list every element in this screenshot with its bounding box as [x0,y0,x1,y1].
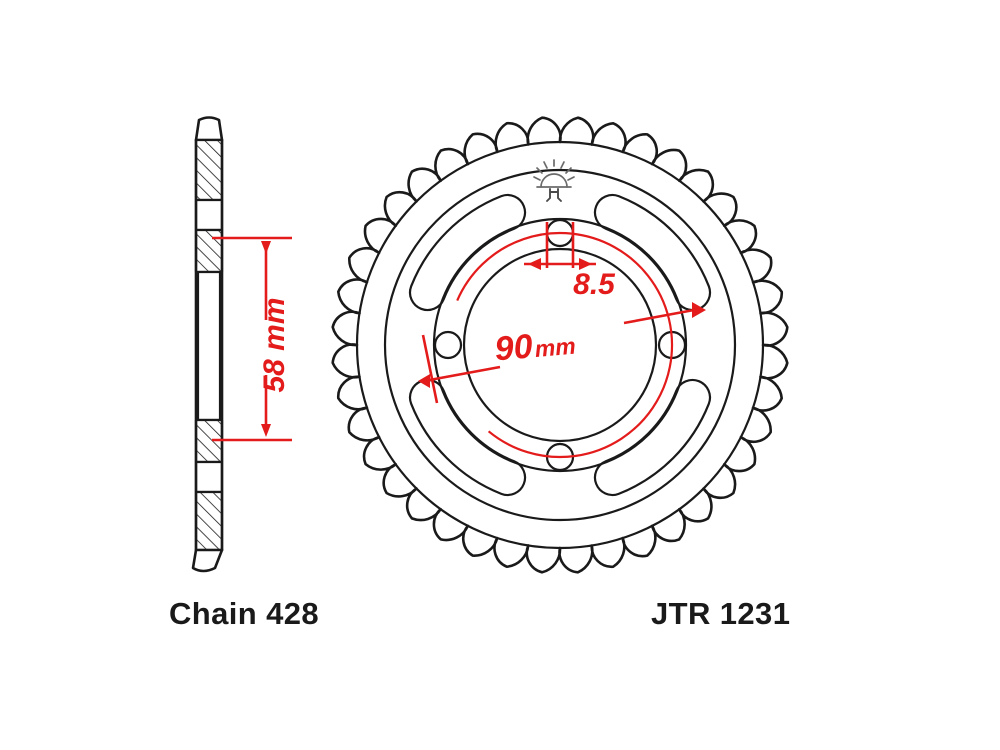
side-section-view [191,116,224,573]
side-view-web-gap-top [194,198,224,232]
sprocket-rim-inner-circle [383,168,737,522]
thickness-dimension-group: 58 mm [212,236,292,442]
thickness-arrow-top [261,241,271,254]
side-view-tooth-bottom [191,548,224,573]
bolt-circle-arc [456,231,674,459]
part-number-caption: JTR 1231 [651,596,790,631]
bolt-circle-arrow-left [418,374,430,388]
bolt-circle-dimline-left [423,365,501,383]
bolt-circle-unit: mm [534,333,577,362]
thickness-dimension-label: 58 mm [258,297,291,392]
bolt-hole-dimension-group: 8.5 [524,222,616,301]
bolt-circle-dimension-group: 90mm [418,231,706,459]
chain-size-caption: Chain 428 [169,596,319,631]
bolt-circle-arrow-right [692,302,706,318]
bolt-hole [433,330,463,360]
side-view-web-gap-bottom [194,460,224,494]
bolt-hole-dimension-label: 8.5 [573,268,616,301]
thickness-arrow-bottom [261,424,271,437]
bolt-circle-dimline-right [623,308,695,325]
side-view-tooth-top [194,116,224,142]
lightening-slot [593,193,712,312]
jt-sunburst-logo [533,159,575,202]
lightening-slot [593,378,712,497]
side-view-rim-body [196,270,222,422]
sprocket-hub-bore-circle [462,247,658,443]
bolt-hole-arrow-left [528,258,541,270]
lightening-slot [408,193,527,312]
bolt-circle-dimension-label: 90mm [493,324,577,369]
sprocket-lightening-slots [408,193,712,497]
bolt-hole-arrow-right [579,258,592,270]
lightening-slot [408,378,527,497]
sprocket-root-circle [355,140,765,550]
bolt-circle-value: 90 [493,327,534,368]
bolt-circle-witness-left [421,334,439,404]
sprocket-front-view [331,116,789,574]
